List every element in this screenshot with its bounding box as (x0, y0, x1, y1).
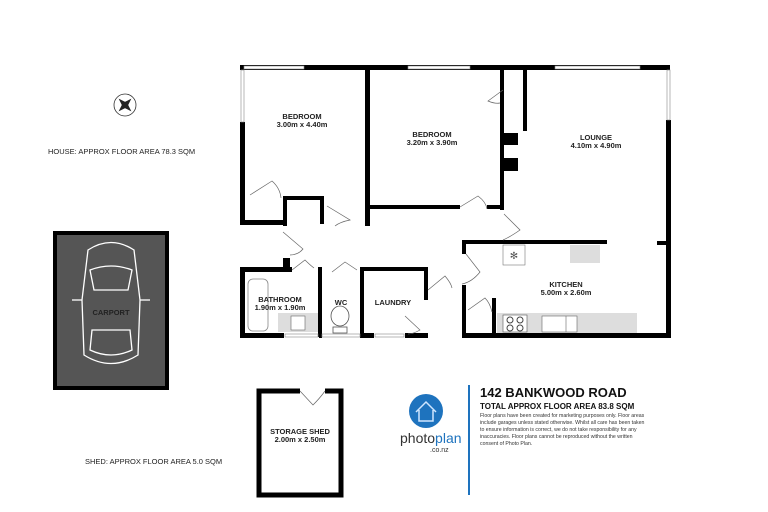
carport (53, 231, 169, 390)
brand-part: plan (435, 430, 462, 446)
room-size: 3.00m x 4.40m (277, 120, 328, 129)
room-size: 4.10m x 4.90m (571, 141, 622, 150)
room-size: 5.00m x 2.60m (541, 288, 592, 297)
fixtures: ✻ (247, 244, 637, 334)
house-area-note: HOUSE: APPROX FLOOR AREA 78.3 SQM (48, 147, 196, 156)
brand-logo-text: photoplan (400, 430, 462, 446)
room-name: LOUNGE (580, 133, 612, 142)
storage-shed (256, 388, 344, 498)
house-logo-icon (409, 394, 443, 428)
total-area: TOTAL APPROX FLOOR AREA 83.8 SQM (480, 402, 635, 411)
toilet-icon (330, 305, 350, 327)
kitchen-sink-icon (541, 315, 578, 333)
walls (240, 65, 671, 338)
room-size: 3.20m x 3.90m (407, 138, 458, 147)
brand-part: photo (400, 430, 436, 446)
svg-text:✻: ✻ (510, 251, 518, 262)
room-name: LAUNDRY (375, 298, 411, 307)
bathtub-icon (247, 278, 269, 332)
divider (468, 385, 470, 495)
room-name: WC (335, 298, 348, 307)
shed-area-note: SHED: APPROX FLOOR AREA 5.0 SQM (85, 457, 223, 466)
compass-icon (113, 93, 137, 117)
carport-label: CARPORT (92, 308, 130, 317)
room-name: KITCHEN (549, 280, 582, 289)
room-name: BEDROOM (412, 130, 451, 139)
disclaimer: Floor plans have been created for market… (480, 413, 645, 447)
room-name: BATHROOM (258, 295, 302, 304)
room-size: 2.00m x 2.50m (275, 435, 326, 444)
address-title: 142 BANKWOOD ROAD (480, 385, 627, 400)
fridge-icon (502, 244, 526, 266)
doors (249, 89, 521, 335)
room-size: 1.90m x 1.90m (255, 303, 306, 312)
windows (240, 65, 671, 338)
stove-icon (502, 314, 528, 333)
room-name: STORAGE SHED (270, 427, 330, 436)
brand-domain: .co.nz (430, 447, 449, 454)
sink-icon (290, 315, 306, 331)
room-name: BEDROOM (282, 112, 321, 121)
car-icon (72, 241, 150, 365)
